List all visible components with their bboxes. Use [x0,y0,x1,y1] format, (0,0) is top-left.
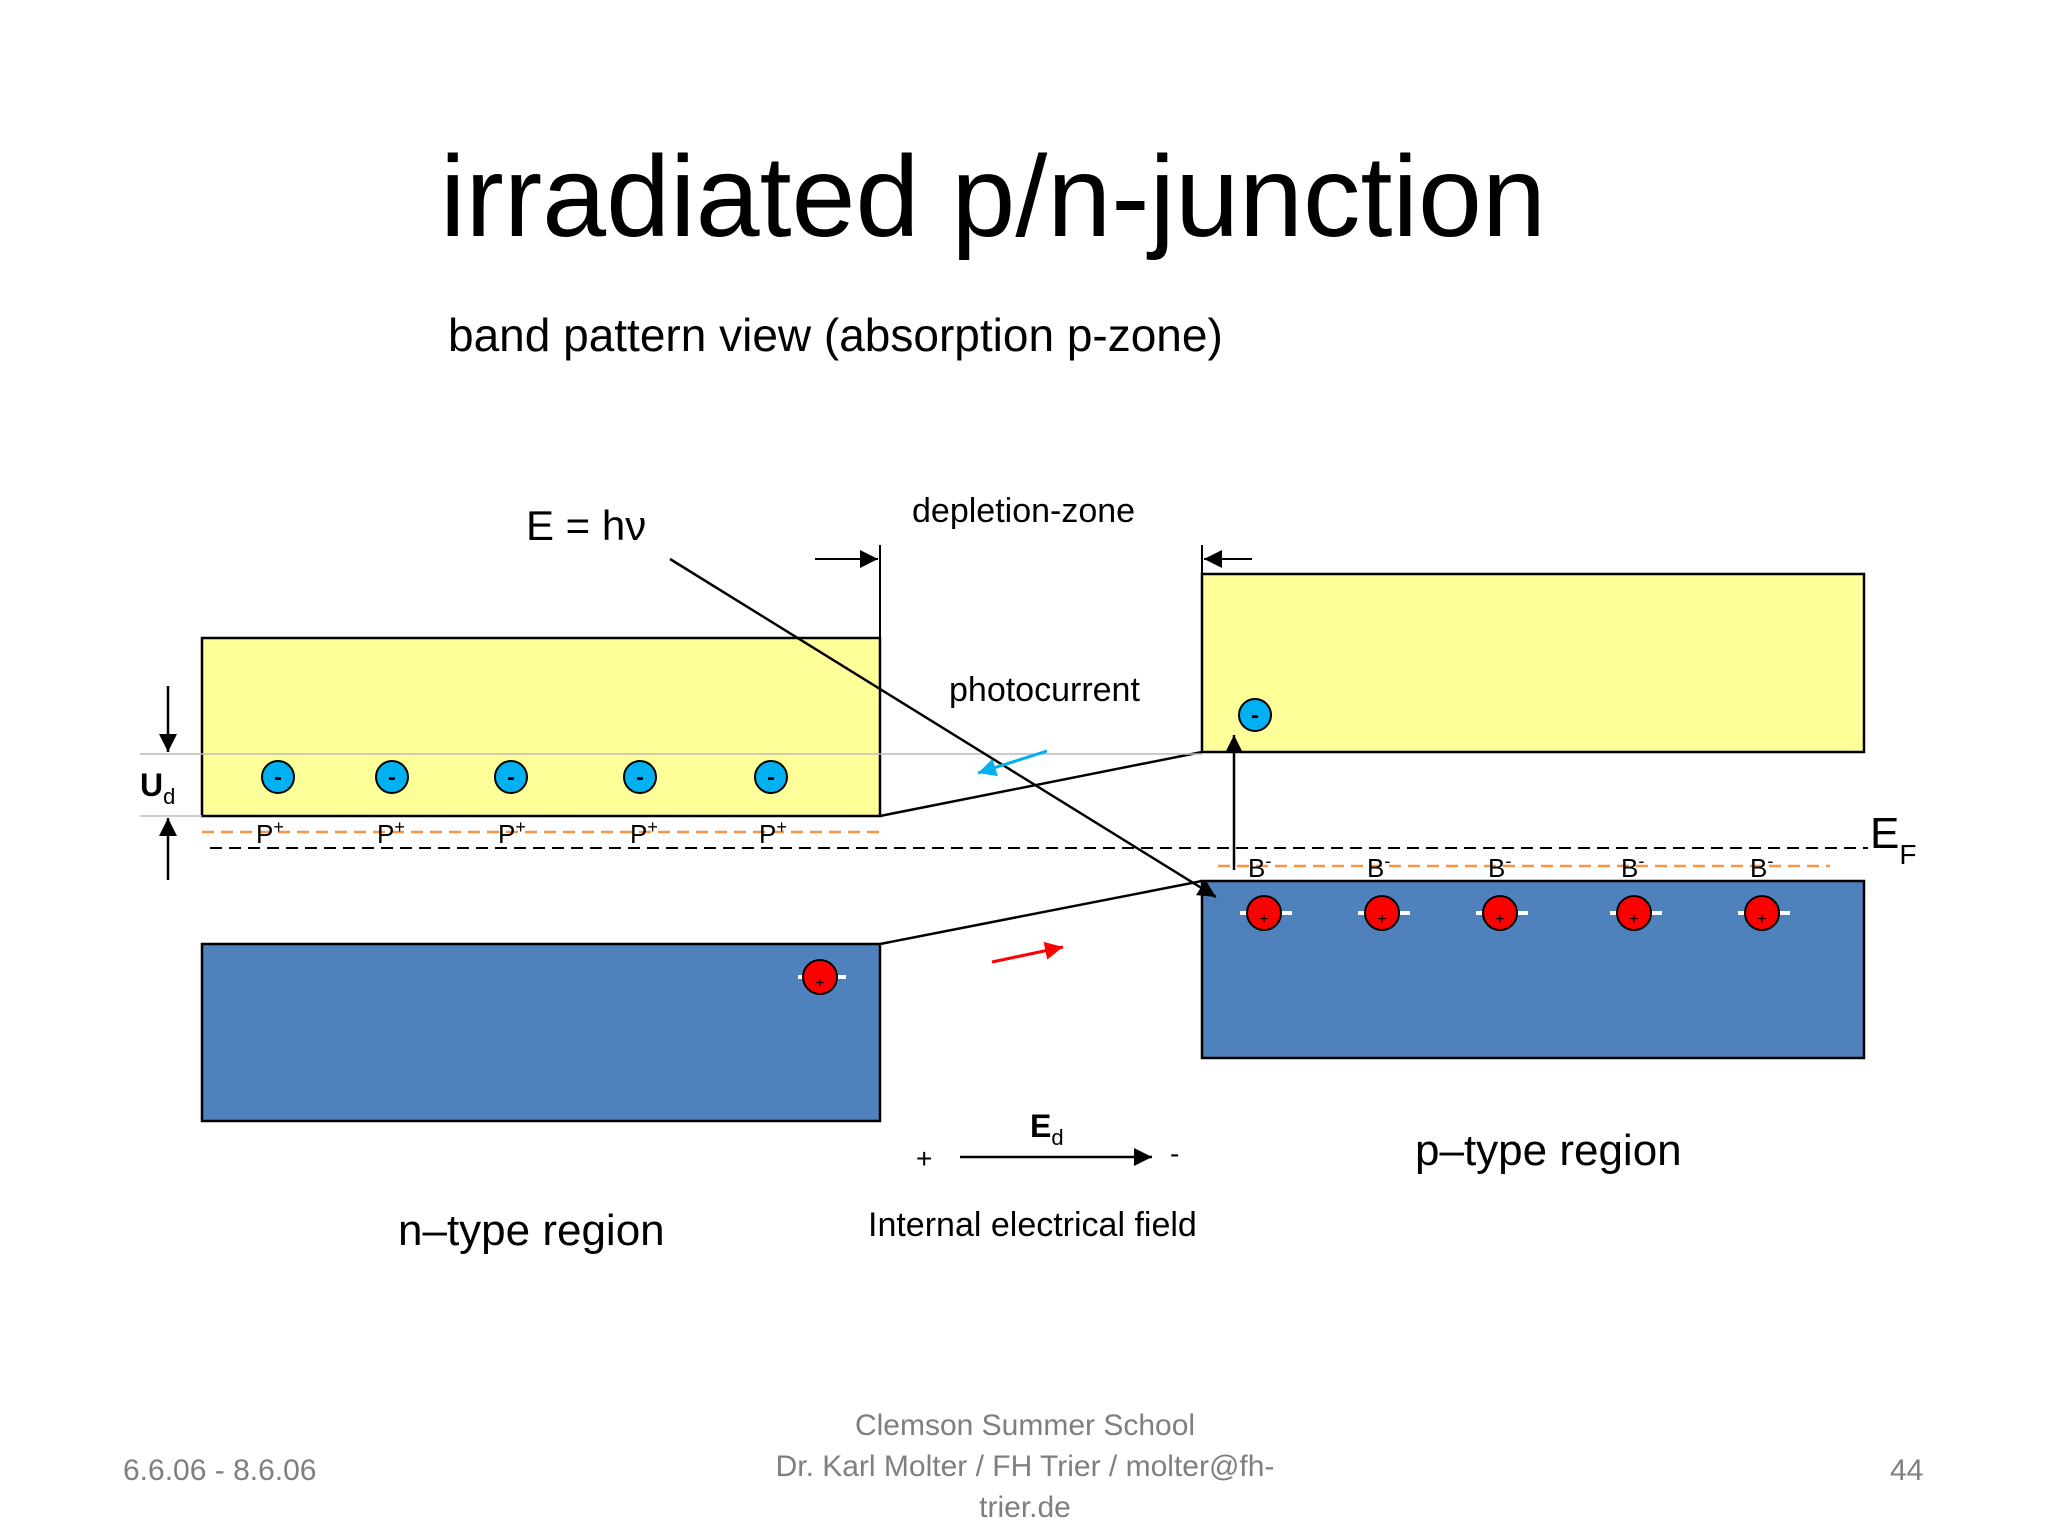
drifted-hole: + [798,959,846,995]
hole-drift-arrow [991,941,1064,964]
valence-band-bending [879,879,1203,946]
donor-ion: P+ [759,817,787,849]
p-region-label: p–type region [1415,1126,1682,1175]
photon-energy-label: E = hν [526,502,646,549]
depletion-zone-label: depletion-zone [912,492,1135,530]
field-plus-sign: + [916,1143,932,1174]
acceptor-ion: B- [1750,851,1773,883]
n-region-label: n–type region [398,1206,665,1255]
footer-credits: Clemson Summer School Dr. Karl Molter / … [740,1405,1310,1528]
svg-text:+: + [1757,911,1766,928]
svg-text:+: + [1495,911,1504,928]
page-number: 44 [1890,1454,1924,1487]
acceptor-ion: B- [1621,851,1644,883]
hole: + [1240,895,1292,931]
svg-text:+: + [1629,911,1638,928]
slide-title: irradiated p/n-junction [440,133,1546,261]
footer-credits-line: Dr. Karl Molter / FH Trier / molter@fh- [775,1450,1275,1484]
electron: - [261,760,295,794]
hole: + [1476,895,1528,931]
fermi-level-label: EF [1870,809,1916,870]
photon-arrow [669,557,1217,899]
footer-credits-line: trier.de [979,1491,1071,1525]
p-holes: + + + + + [1240,895,1790,931]
electron: - [375,760,409,794]
field-minus-sign: - [1170,1138,1179,1169]
conduction-band-bending [879,750,1203,818]
p-conduction-band [1200,572,1866,754]
photocurrent-label: photocurrent [949,671,1140,709]
donor-ion: P+ [630,817,658,849]
svg-text:-: - [767,764,775,791]
acceptor-ion: B- [1248,851,1271,883]
donor-ion: P+ [498,817,526,849]
electron-drift-arrow [977,749,1048,777]
acceptor-ion: B- [1367,851,1390,883]
donor-ion: P+ [377,817,405,849]
hole: + [1610,895,1662,931]
electron: - [623,760,657,794]
electron: - [754,760,788,794]
footer-credits-line: Clemson Summer School [854,1409,1196,1442]
svg-text:-: - [388,764,396,791]
svg-text:-: - [507,764,515,791]
slide-subtitle: band pattern view (absorption p-zone) [448,309,1223,361]
n-valence-band [200,942,882,1123]
donor-ion: P+ [256,817,284,849]
photo-electron: - [1238,698,1272,732]
electron: - [494,760,528,794]
acceptor-ion: B- [1488,851,1511,883]
acceptor-ions: B- B- B- B- B- [1248,851,1773,883]
svg-text:+: + [1377,911,1386,928]
donor-ions: P+ P+ P+ P+ P+ [256,817,787,849]
svg-text:+: + [815,975,824,992]
hole: + [1738,895,1790,931]
ed-label: Ed [1030,1108,1064,1150]
n-electrons: - - - - - [261,760,788,794]
svg-text:-: - [636,764,644,791]
svg-text:-: - [274,764,282,791]
ud-label: Ud [140,767,175,809]
svg-text:+: + [1259,911,1268,928]
internal-field-label: Internal electrical field [868,1206,1197,1244]
footer-date: 6.6.06 - 8.6.06 [123,1454,317,1487]
svg-text:-: - [1251,702,1259,729]
hole: + [1358,895,1410,931]
